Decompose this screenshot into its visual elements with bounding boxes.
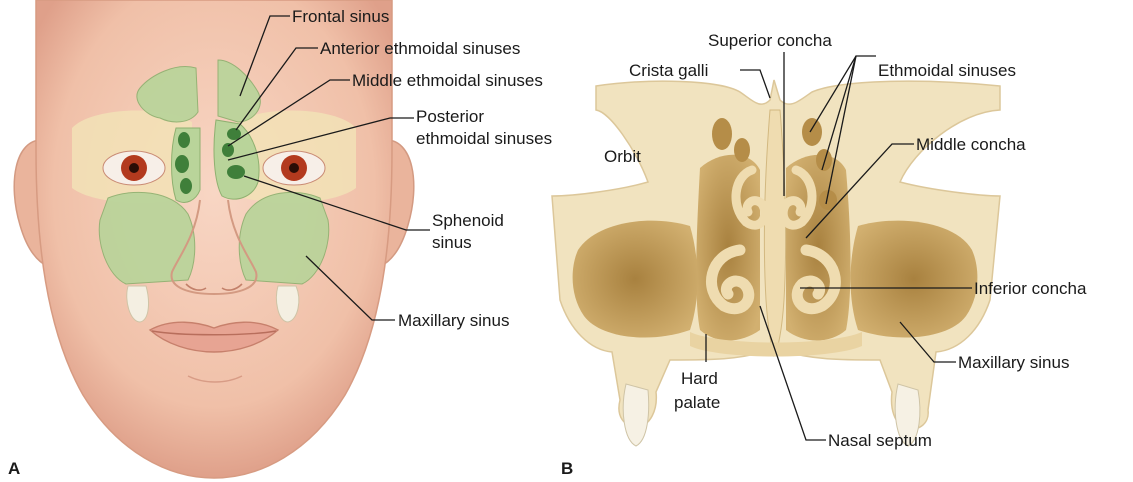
left-maxillary-cavity xyxy=(573,221,698,338)
label-sphenoid-line2: sinus xyxy=(432,233,472,252)
label-crista-galli: Crista galli xyxy=(629,61,708,80)
label-anterior-ethmoidal-sinuses: Anterior ethmoidal sinuses xyxy=(320,39,520,58)
label-nasal-septum: Nasal septum xyxy=(828,431,932,450)
label-orbit: Orbit xyxy=(604,147,641,166)
label-hard-palate-line1: Hard xyxy=(681,369,718,388)
label-posterior-ethmoidal-line1: Posterior xyxy=(416,107,484,126)
right-maxillary-cavity xyxy=(851,221,978,338)
label-middle-concha: Middle concha xyxy=(916,135,1026,154)
label-ethmoidal-sinuses: Ethmoidal sinuses xyxy=(878,61,1016,80)
face-outline xyxy=(36,0,392,478)
label-inferior-concha: Inferior concha xyxy=(974,279,1087,298)
label-maxillary-sinus-b: Maxillary sinus xyxy=(958,353,1069,372)
label-posterior-ethmoidal-line2: ethmoidal sinuses xyxy=(416,129,552,148)
maxillary-sinus-left xyxy=(99,192,195,284)
left-molar xyxy=(623,384,648,446)
label-frontal-sinus: Frontal sinus xyxy=(292,7,389,26)
label-sphenoid-line1: Sphenoid xyxy=(432,211,504,230)
panel-label-b: B xyxy=(561,459,573,478)
label-superior-concha: Superior concha xyxy=(708,31,832,50)
label-middle-ethmoidal-sinuses: Middle ethmoidal sinuses xyxy=(352,71,543,90)
panel-label-a: A xyxy=(8,459,20,478)
nasal-septum-shape xyxy=(764,110,785,356)
label-hard-palate-line2: palate xyxy=(674,393,720,412)
label-maxillary-sinus-a: Maxillary sinus xyxy=(398,311,509,330)
maxillary-sinus-right xyxy=(239,192,329,284)
